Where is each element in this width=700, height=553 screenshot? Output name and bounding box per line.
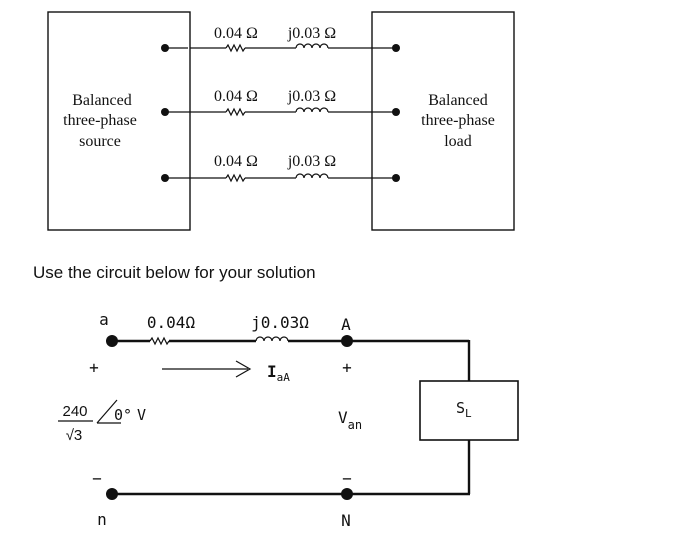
bottom-reactance-label: j0.03Ω <box>251 313 309 332</box>
line-3-reactance: j0.03 Ω <box>287 153 336 170</box>
source-plus: + <box>89 358 99 377</box>
terminal-dot <box>161 108 169 116</box>
bottom-resistance-label: 0.04Ω <box>147 313 196 332</box>
source-label-line2: three-phase <box>63 112 137 129</box>
node-A-dot <box>341 335 353 347</box>
top-circuit: Balanced three-phase source Balanced thr… <box>47 11 515 231</box>
terminal-dot <box>161 174 169 182</box>
bottom-circuit: a A n N 0.04Ω j0.03Ω IaA + − 240 √3 0° V… <box>58 310 519 530</box>
source-angle: 0° <box>114 406 132 424</box>
load-label-line3: load <box>444 133 472 150</box>
node-N-label: N <box>341 511 351 530</box>
line-1: 0.04 Ω j0.03 Ω <box>161 25 400 53</box>
line-1-reactance: j0.03 Ω <box>287 25 336 42</box>
angle-icon <box>96 399 121 424</box>
terminal-dot <box>161 44 169 52</box>
inductor-symbol <box>295 173 329 179</box>
inductor-symbol <box>295 43 329 49</box>
load-box <box>371 11 515 231</box>
source-numerator: 240 <box>62 403 87 420</box>
terminal-dot <box>392 44 400 52</box>
load-sl-box <box>419 380 519 441</box>
inductor-symbol <box>255 336 289 342</box>
instruction-text: Use the circuit below for your solution <box>33 263 316 282</box>
node-A-label: A <box>341 315 351 334</box>
inductor-symbol <box>295 107 329 113</box>
terminal-dot <box>392 108 400 116</box>
load-plus: + <box>342 358 352 377</box>
node-n-label: n <box>97 510 107 529</box>
source-label-line3: source <box>79 133 121 150</box>
line-2-reactance: j0.03 Ω <box>287 88 336 105</box>
resistor-symbol <box>149 336 170 346</box>
load-minus: − <box>342 469 352 488</box>
node-a-dot <box>106 335 118 347</box>
resistor-symbol <box>225 107 246 117</box>
line-1-resistance: 0.04 Ω <box>214 25 258 42</box>
source-voltage-label: 240 √3 0° V <box>58 399 146 444</box>
resistor-symbol <box>225 43 246 53</box>
current-arrow-head <box>235 360 252 378</box>
source-label-line1: Balanced <box>72 92 132 109</box>
node-a-label: a <box>99 310 109 329</box>
load-label-line2: three-phase <box>421 112 495 129</box>
source-unit: V <box>137 406 146 424</box>
node-n-dot <box>106 488 118 500</box>
line-3-resistance: 0.04 Ω <box>214 153 258 170</box>
source-minus: − <box>92 469 102 488</box>
source-denominator: √3 <box>66 427 83 444</box>
line-2-resistance: 0.04 Ω <box>214 88 258 105</box>
load-sl-label: SL <box>456 399 472 420</box>
terminal-dot <box>392 174 400 182</box>
source-box <box>47 11 191 231</box>
load-voltage-label: Van <box>338 408 362 432</box>
resistor-symbol <box>225 173 246 183</box>
line-2: 0.04 Ω j0.03 Ω <box>161 88 400 117</box>
load-label-line1: Balanced <box>428 92 488 109</box>
node-N-dot <box>341 488 353 500</box>
line-3: 0.04 Ω j0.03 Ω <box>161 153 400 183</box>
current-label: IaA <box>267 362 290 384</box>
